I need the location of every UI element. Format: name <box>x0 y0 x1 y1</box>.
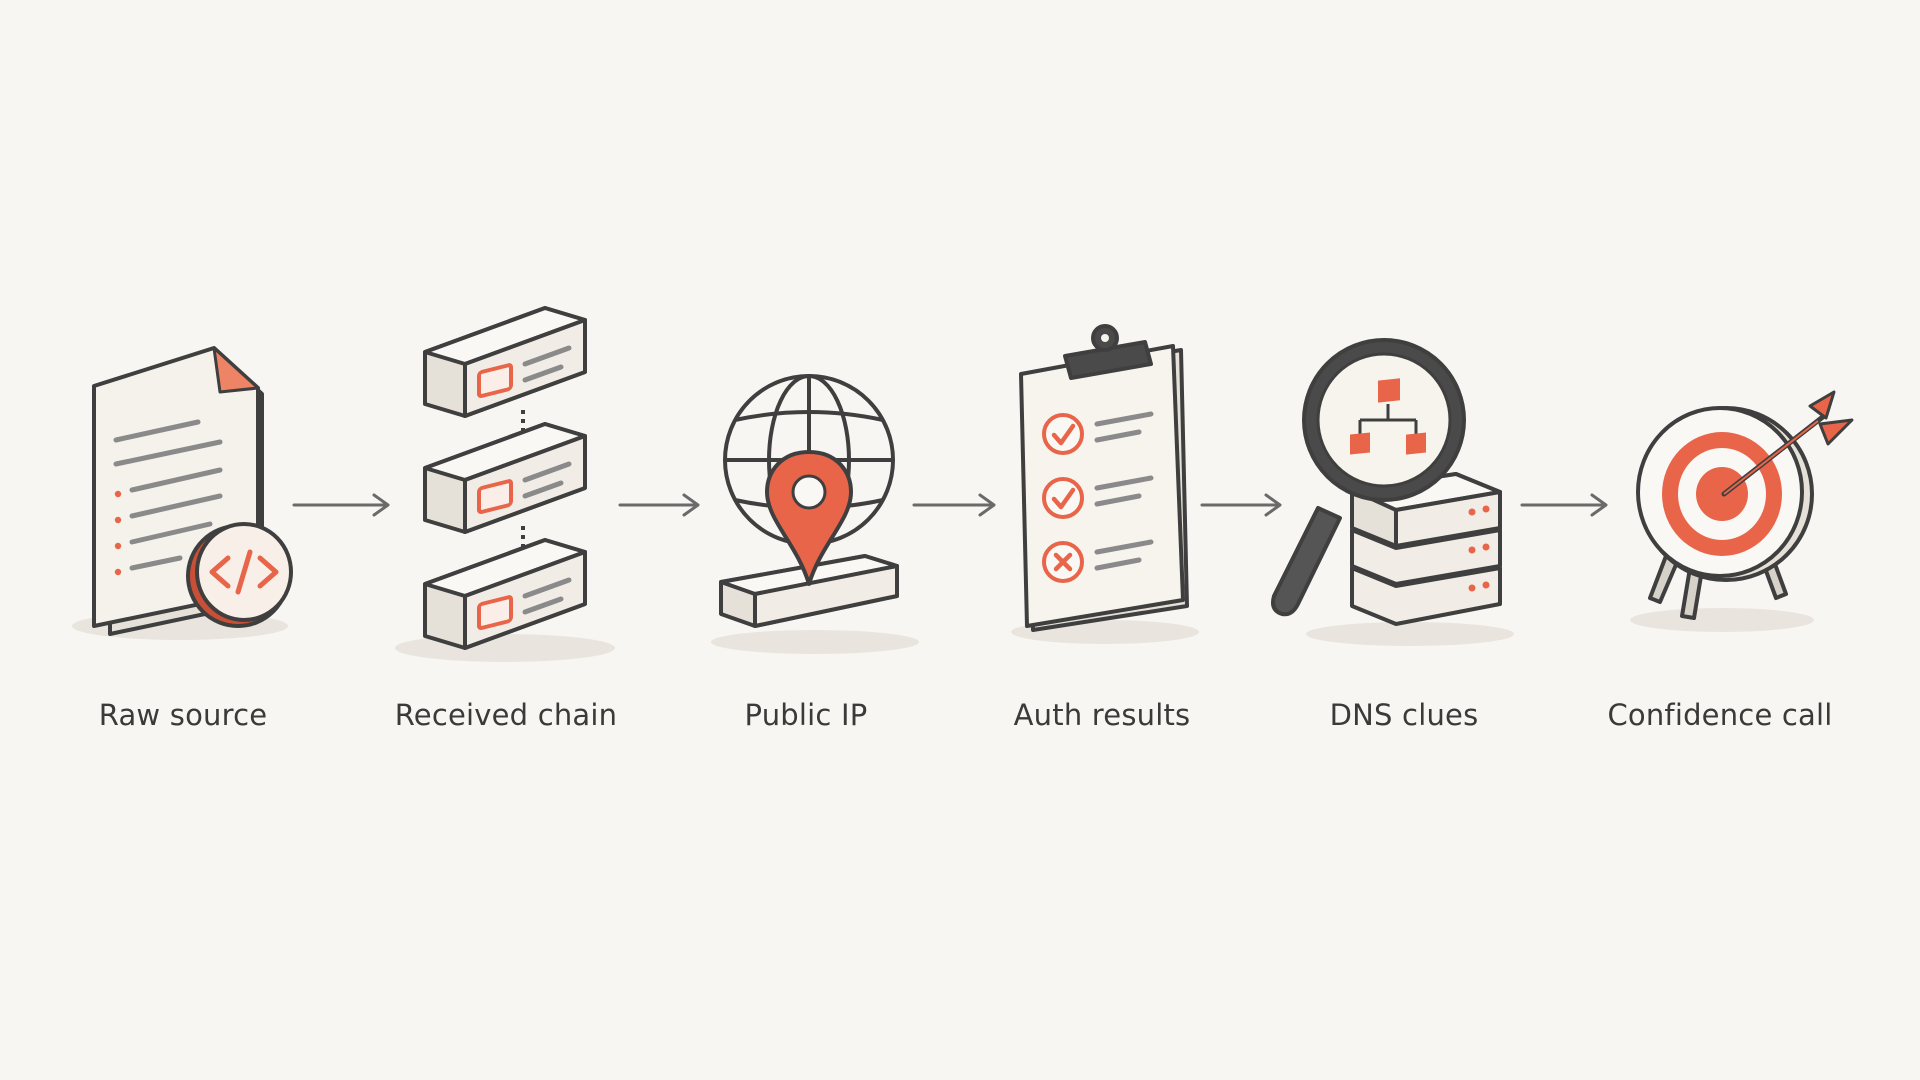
step-label-auth-results: Auth results <box>1013 698 1191 732</box>
target-arrow-icon <box>1630 390 1854 632</box>
step-label-raw-source: Raw source <box>98 698 268 732</box>
globe-location-icon <box>711 374 919 654</box>
step-label-dns-clues: DNS clues <box>1329 698 1479 732</box>
step-label-public-ip: Public IP <box>744 698 868 732</box>
magnifier-server-icon <box>1271 338 1514 646</box>
mail-chain-icon <box>395 306 615 662</box>
arrow-right-icon <box>912 493 996 517</box>
step-label-received-chain: Received chain <box>394 698 618 732</box>
step-label-confidence-call: Confidence call <box>1607 698 1833 732</box>
arrow-right-icon <box>292 493 390 517</box>
code-document-icon <box>72 346 293 640</box>
arrow-right-icon <box>1200 493 1282 517</box>
arrow-right-icon <box>618 493 700 517</box>
checklist-clipboard-icon <box>1011 324 1199 644</box>
arrow-right-icon <box>1520 493 1608 517</box>
